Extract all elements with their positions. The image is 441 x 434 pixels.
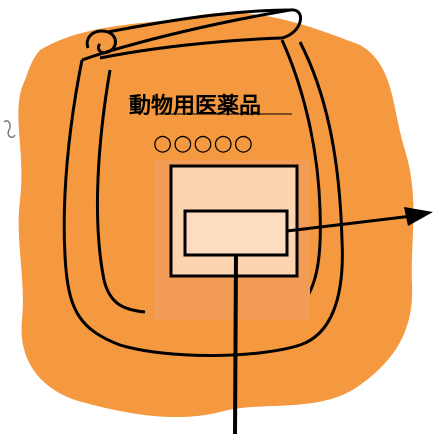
squiggle-mark — [4, 121, 15, 138]
product-name: ○○○○○ — [153, 131, 254, 156]
package-title: 動物用医薬品 — [129, 93, 261, 119]
label-inner-box — [185, 211, 287, 255]
arrow-right-icon — [404, 207, 433, 226]
pointer-line-icon — [235, 255, 236, 434]
